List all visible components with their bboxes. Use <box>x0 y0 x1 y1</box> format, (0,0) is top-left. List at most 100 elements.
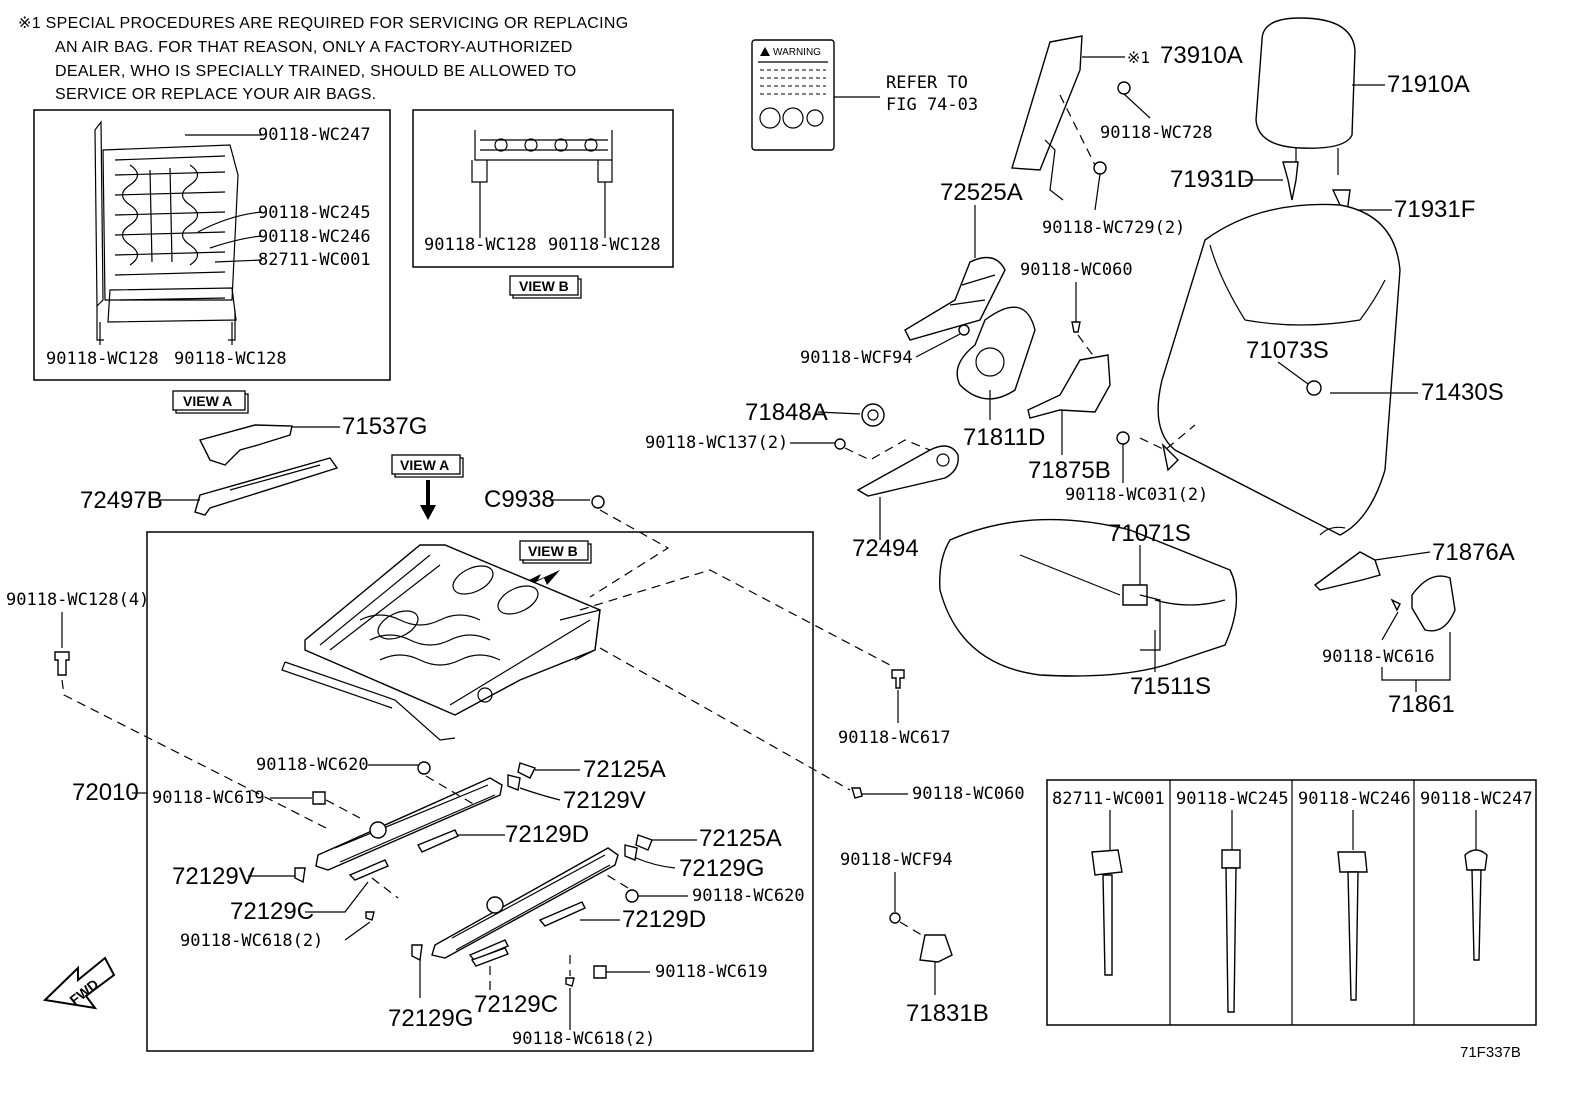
label-90118-wc031: 90118-WC031(2) <box>1065 485 1208 505</box>
label-71071s: 71071S <box>1108 520 1191 547</box>
part-90118-wc729: 90118-WC729(2) <box>1042 161 1185 238</box>
label-71073s: 71073S <box>1246 337 1329 364</box>
clip-table-header-2: 90118-WC245 <box>1176 789 1289 809</box>
label-90118-wc137: 90118-WC137(2) <box>645 433 788 453</box>
label-90118-wc620-upper: 90118-WC620 <box>256 755 369 775</box>
part-side-airbag: ※1 73910A <box>1011 35 1243 201</box>
label-71811d: 71811D <box>963 424 1045 451</box>
seat-frame-group: 72010 VIEW B <box>72 531 891 1052</box>
part-seat-track-left <box>315 777 503 881</box>
part-90118-wc620-lower: 90118-WC620 <box>601 871 805 906</box>
part-71861: 90118-WC616 71861 <box>1322 575 1456 718</box>
part-71931d: 71931D <box>1170 161 1299 201</box>
note-line-2: AN AIR BAG. FOR THAT REASON, ONLY A FACT… <box>55 39 573 56</box>
label-90118-wc728: 90118-WC728 <box>1100 123 1213 143</box>
label-90118-wc618-upper: 90118-WC618(2) <box>180 931 323 951</box>
label-72525a: 72525A <box>940 179 1023 206</box>
part-71875b: 71875B <box>1027 354 1111 484</box>
label-72125a-lower: 72125A <box>699 825 782 852</box>
label-73910a-mark: ※1 <box>1127 48 1150 67</box>
part-72129g-upper: 72129G <box>624 844 764 882</box>
airbag-note: ※1 SPECIAL PROCEDURES ARE REQUIRED FOR S… <box>18 15 629 103</box>
refer-line-2: FIG 74-03 <box>886 95 978 115</box>
part-72129d-lower: 72129D <box>580 906 706 933</box>
label-72129g-upper: 72129G <box>679 855 764 882</box>
view-b-caption: VIEW B <box>509 275 582 299</box>
label-71848a: 71848A <box>745 399 828 426</box>
label-90118-wc619-lower: 90118-WC619 <box>655 962 768 982</box>
label-72129c-upper: 72129C <box>230 898 314 925</box>
part-72497b: 72497B <box>80 457 339 516</box>
part-71876a: 71876A <box>1313 539 1515 591</box>
clip-table-header-3: 90118-WC246 <box>1298 789 1411 809</box>
part-headrest: 71910A <box>1255 17 1470 175</box>
part-71831b: 90118-WCF94 71831B <box>840 850 989 1027</box>
label-71910a: 71910A <box>1387 71 1470 98</box>
label-90118-wc617: 90118-WC617 <box>838 728 951 748</box>
part-90118-wc137: 90118-WC137(2) <box>645 433 936 461</box>
note-line-1: ※1 SPECIAL PROCEDURES ARE REQUIRED FOR S… <box>18 15 629 32</box>
part-71537g: 71537G <box>198 413 427 466</box>
diagram-code: 71F337B <box>1460 1044 1521 1061</box>
label-72125a-upper: 72125A <box>583 756 666 783</box>
label-71537g: 71537G <box>342 413 427 440</box>
view-a-arrow-text: VIEW A <box>400 457 449 473</box>
part-72129d-upper: 72129D <box>458 821 589 848</box>
label-90118-wc729: 90118-WC729(2) <box>1042 218 1185 238</box>
label-72494: 72494 <box>852 535 919 562</box>
part-72125a-upper: 72125A <box>517 756 666 783</box>
part-72129c-upper: 72129C <box>230 877 399 925</box>
view-a-caption-text: VIEW A <box>183 393 232 409</box>
part-90118-wc618-upper: 90118-WC618(2) <box>180 911 375 951</box>
label-71931d: 71931D <box>1170 166 1254 193</box>
part-90118-wc128-4: 90118-WC128(4) <box>6 590 331 831</box>
label-90118-wc616: 90118-WC616 <box>1322 647 1435 667</box>
label-72497b: 72497B <box>80 487 163 514</box>
refer-line-1: REFER TO <box>886 73 968 93</box>
part-72129c-lower: 72129C <box>470 947 558 1018</box>
view-b-caption-text: VIEW B <box>519 278 569 294</box>
part-seat-cushion: 71071S 71511S <box>939 518 1238 700</box>
view-a-caption: VIEW A <box>172 390 249 414</box>
label-view-a-82711-wc001: 82711-WC001 <box>258 250 371 270</box>
label-72129c-lower: 72129C <box>474 991 558 1018</box>
part-71811d: 71811D <box>956 306 1045 451</box>
label-90118-wc128-4: 90118-WC128(4) <box>6 590 149 610</box>
part-90118-wc619-lower: 90118-WC619 <box>593 962 768 982</box>
label-72010: 72010 <box>72 779 139 806</box>
label-73910a: 73910A <box>1160 42 1243 69</box>
part-90118-wc031: 90118-WC031(2) <box>1065 424 1208 505</box>
part-90118-wc060-right: 90118-WC060 <box>851 784 1025 804</box>
label-90118-wc619-upper: 90118-WC619 <box>152 788 265 808</box>
view-a-arrow: VIEW A <box>391 454 464 520</box>
label-90118-wc620-lower: 90118-WC620 <box>692 886 805 906</box>
label-view-a-90118-wc245: 90118-WC245 <box>258 203 371 223</box>
label-71430s: 71430S <box>1421 379 1504 406</box>
fwd-arrow-icon: FWD <box>42 956 116 1010</box>
label-71831b: 71831B <box>906 1000 989 1027</box>
clip-table: 82711-WC001 90118-WC245 90118-WC246 9011… <box>1046 779 1537 1026</box>
label-71511s: 71511S <box>1130 673 1211 700</box>
view-b-inset: 90118-WC128 90118-WC128 <box>412 109 674 268</box>
label-c9938: C9938 <box>484 486 555 513</box>
clip-table-header-1: 82711-WC001 <box>1052 789 1165 809</box>
part-90118-wc728: 90118-WC728 <box>1100 81 1213 143</box>
label-view-b-90118-wc128-right: 90118-WC128 <box>548 235 661 255</box>
label-90118-wc060-top: 90118-WC060 <box>1020 260 1133 280</box>
label-72129v-lower: 72129V <box>172 863 255 890</box>
warning-label: WARNING REFER TO FIG 74-03 <box>751 39 978 151</box>
part-72125a-lower: 72125A <box>635 825 782 852</box>
part-72129g-lower: 72129G <box>388 944 473 1032</box>
label-71861: 71861 <box>1388 691 1455 718</box>
label-90118-wcf94-top: 90118-WCF94 <box>800 348 913 368</box>
label-71875b: 71875B <box>1028 457 1111 484</box>
part-90118-wc618-lower: 90118-WC618(2) <box>512 955 655 1049</box>
label-view-b-90118-wc128-left: 90118-WC128 <box>424 235 537 255</box>
view-b-arrow-text: VIEW B <box>528 543 578 559</box>
part-90118-wcf94-top: 90118-WCF94 <box>800 324 970 368</box>
view-a-inset: 90118-WC247 90118-WC245 90118-WC246 8271… <box>33 109 391 381</box>
label-72129d-lower: 72129D <box>622 906 706 933</box>
part-72129v-upper: 72129V <box>507 774 646 814</box>
part-90118-wc619-upper: 90118-WC619 <box>152 788 361 819</box>
